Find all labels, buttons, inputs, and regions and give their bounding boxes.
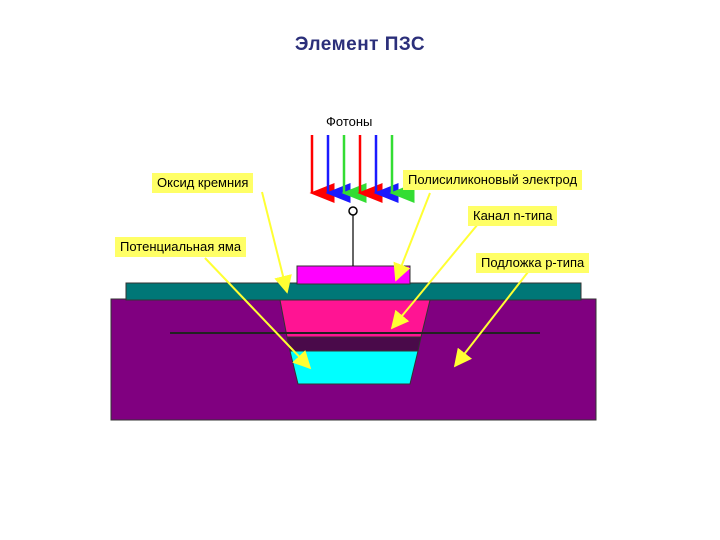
- label-silicon-oxide: Оксид кремния: [152, 173, 254, 193]
- callout-arrow-potential-well: [204, 257, 312, 370]
- potential-well: [289, 350, 419, 385]
- n-type-channel: [279, 299, 431, 338]
- callout-arrow-oxide: [261, 191, 292, 294]
- photons-label: Фотоны: [326, 114, 373, 129]
- polysilicon-electrode: [296, 265, 411, 285]
- label-n-type-channel: Канал n-типа: [468, 206, 558, 226]
- callout-arrow-p-substrate: [453, 271, 529, 368]
- callout-arrow-electrode: [393, 192, 431, 282]
- electrode-contact: [348, 206, 358, 216]
- callout-arrow-n-channel: [390, 223, 479, 330]
- junction-band: [286, 336, 422, 352]
- label-p-type-substrate: Подложка p-типа: [476, 253, 590, 273]
- label-potential-well: Потенциальная яма: [115, 237, 247, 257]
- diagram-title: Элемент ПЗС: [294, 34, 426, 55]
- label-polysilicon-electrode: Полисиликоновый электрод: [403, 170, 583, 190]
